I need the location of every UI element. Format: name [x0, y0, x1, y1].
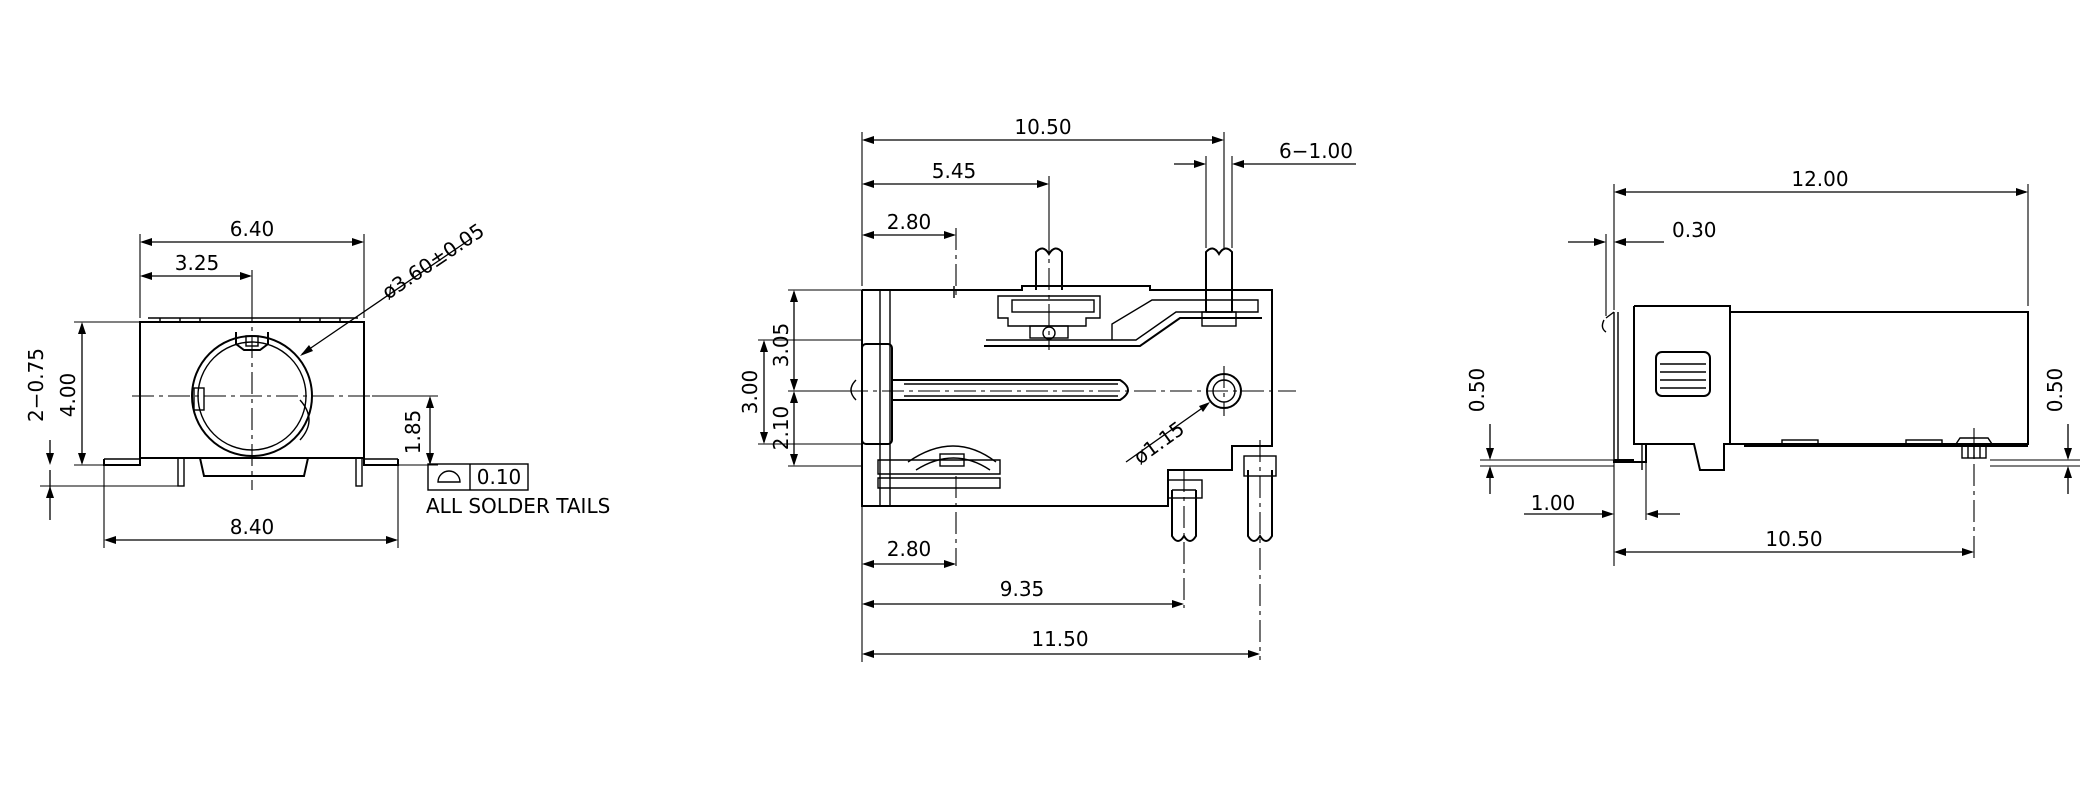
front-dim-2-0-75 [40, 440, 178, 520]
side-dim-10-50-label: 10.50 [1765, 527, 1822, 551]
top-dim-hole-label: ø1.15 [1129, 416, 1189, 469]
top-dim-2-80-bottom [861, 506, 956, 572]
front-dim-4-00-label: 4.00 [56, 373, 80, 418]
front-view-top-band [148, 317, 358, 323]
top-dim-2-80-top [862, 231, 956, 239]
side-dim-0-50-left [1480, 424, 1614, 494]
front-dim-diameter-label: ø3.60±0.05 [377, 218, 488, 304]
side-dim-10-50 [1614, 548, 1974, 556]
top-dim-5-45 [862, 176, 1050, 232]
top-dim-2-80-bottom-label: 2.80 [887, 537, 932, 561]
front-dim-6-40-label: 6.40 [230, 217, 275, 241]
front-dim-8-40-label: 8.40 [230, 515, 275, 539]
front-dim-4-00 [74, 321, 140, 466]
top-dim-9-35-label: 9.35 [1000, 577, 1045, 601]
top-view-latch [953, 247, 1262, 347]
front-dim-1-85-label: 1.85 [401, 410, 425, 455]
top-dim-3-00 [758, 339, 862, 445]
top-view-barrel [850, 343, 1129, 445]
side-dim-12-00-label: 12.00 [1791, 167, 1848, 191]
front-dim-diameter-leader [300, 237, 473, 356]
top-dim-2-10-label: 2.10 [769, 406, 793, 451]
top-view-front-flange [879, 289, 891, 507]
top-view: 10.50 5.45 2.80 6−1.00 [738, 115, 1356, 662]
top-dim-5-45-label: 5.45 [932, 159, 977, 183]
front-dim-1-85 [372, 395, 438, 466]
top-view-body [861, 285, 1273, 507]
top-dim-11-50 [861, 612, 1260, 662]
side-view-latch-window [1655, 351, 1711, 397]
top-dim-10-50 [861, 132, 1225, 286]
top-dim-10-50-label: 10.50 [1014, 115, 1071, 139]
front-dim-8-40 [103, 465, 399, 548]
top-dim-2-10 [788, 391, 862, 467]
side-dim-1-00 [1524, 462, 1680, 566]
front-dim-2-0-75-label: 2−0.75 [24, 348, 48, 422]
front-dim-3-25-label: 3.25 [175, 251, 220, 275]
top-dim-hole-leader [1125, 402, 1210, 463]
top-dim-6-1-00 [1174, 156, 1356, 248]
top-view-bottom-contact [877, 445, 1001, 489]
top-dim-9-35 [861, 572, 1184, 612]
side-dim-12-00 [1613, 184, 2029, 310]
side-view: 12.00 0.30 0.50 0.50 [1465, 167, 2080, 566]
top-dim-3-05-label: 3.05 [769, 323, 793, 368]
side-dim-0-30 [1568, 234, 1664, 316]
top-dim-3-00-label: 3.00 [738, 370, 762, 415]
side-view-front-plate [1633, 305, 1731, 471]
side-dim-1-00-label: 1.00 [1531, 491, 1576, 515]
side-dim-0-50-right [1990, 424, 2080, 494]
front-view-base [103, 457, 399, 487]
front-dim-3-25 [140, 270, 253, 300]
front-view: 6.40 3.25 ø3.60±0.05 4.00 [24, 217, 610, 548]
side-dim-0-50-left-label: 0.50 [1465, 368, 1489, 413]
solder-tails-note: ALL SOLDER TAILS [426, 494, 610, 518]
side-dim-0-30-label: 0.30 [1672, 218, 1717, 242]
side-dim-0-50-right-label: 0.50 [2043, 368, 2067, 413]
tolerance-frame [427, 463, 529, 491]
side-view-body [1729, 311, 2029, 445]
top-dim-2-80-top-label: 2.80 [887, 210, 932, 234]
top-dim-11-50-label: 11.50 [1031, 627, 1088, 651]
top-dim-6-1-00-label: 6−1.00 [1279, 139, 1353, 163]
tolerance-value: 0.10 [477, 465, 522, 489]
